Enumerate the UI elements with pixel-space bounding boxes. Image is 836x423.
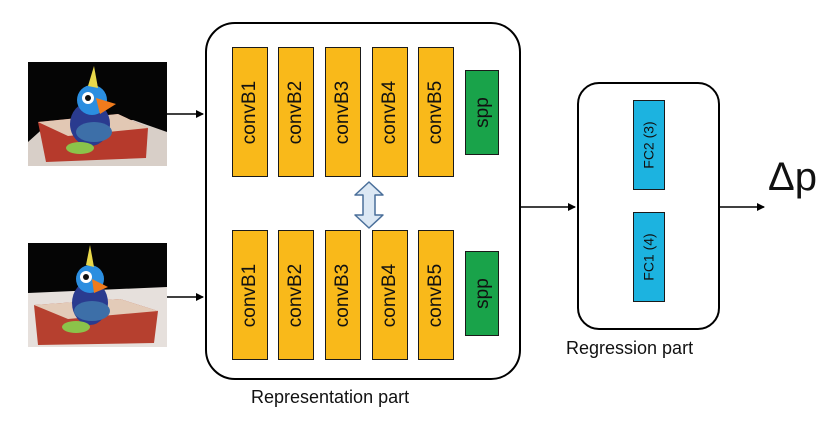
fc2-block: FC2 (3) — [633, 100, 665, 190]
conv-block-label: convB3 — [332, 80, 354, 144]
conv-block-top-1: convB1 — [232, 47, 268, 177]
conv-block-label: convB4 — [379, 263, 401, 327]
conv-block-label: convB2 — [285, 263, 307, 327]
conv-block-bottom-3: convB3 — [325, 230, 361, 360]
conv-block-top-3: convB3 — [325, 47, 361, 177]
fc-block-label: FC2 (3) — [641, 121, 658, 169]
conv-block-bottom-5: convB5 — [418, 230, 454, 360]
conv-block-top-4: convB4 — [372, 47, 408, 177]
conv-block-label: convB3 — [332, 263, 354, 327]
representation-part-caption: Representation part — [251, 387, 410, 407]
fc-block-label: FC1 (4) — [641, 233, 658, 281]
fc1-block: FC1 (4) — [633, 212, 665, 302]
regression-part-caption: Regression part — [566, 338, 694, 358]
spp-block-top: spp — [465, 70, 499, 155]
conv-block-bottom-4: convB4 — [372, 230, 408, 360]
conv-block-label: convB5 — [425, 263, 447, 327]
conv-block-top-2: convB2 — [278, 47, 314, 177]
output-delta-p: Δp — [768, 155, 817, 199]
spp-block-label: spp — [471, 97, 493, 128]
conv-block-label: convB5 — [425, 80, 447, 144]
conv-block-label: convB2 — [285, 80, 307, 144]
conv-block-label: convB1 — [239, 263, 261, 327]
spp-block-bottom: spp — [465, 251, 499, 336]
conv-block-label: convB1 — [239, 80, 261, 144]
conv-block-label: convB4 — [379, 80, 401, 144]
conv-block-bottom-2: convB2 — [278, 230, 314, 360]
input-image-top — [28, 62, 167, 166]
spp-block-label: spp — [471, 278, 493, 309]
double-vertical-arrow-icon — [354, 181, 384, 229]
conv-block-bottom-1: convB1 — [232, 230, 268, 360]
input-image-bottom — [28, 243, 167, 347]
conv-block-top-5: convB5 — [418, 47, 454, 177]
